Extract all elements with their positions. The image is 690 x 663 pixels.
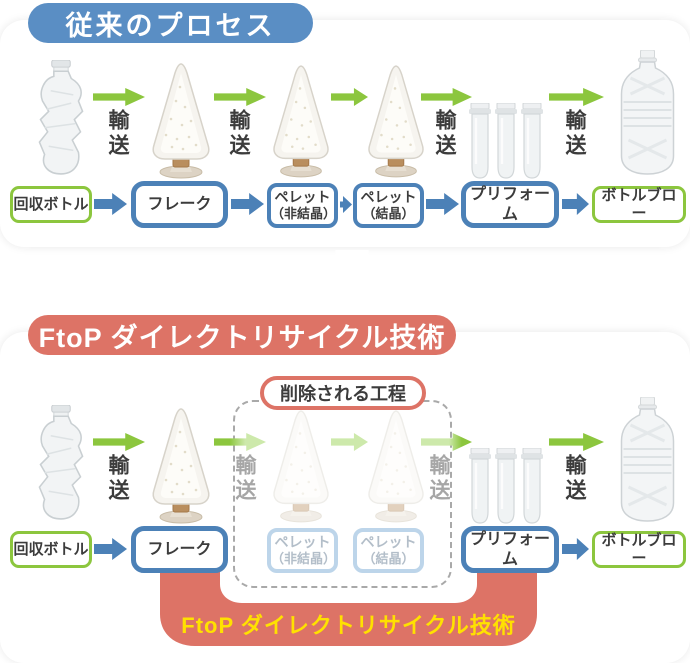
pellet-crystal-pile-image: [368, 410, 424, 523]
step-preform: プリフォーム: [461, 526, 559, 573]
step-label: プリフォーム: [469, 531, 550, 568]
preforms-image: [468, 448, 544, 524]
step-flake: フレーク: [131, 526, 228, 573]
deleted-process-label-pill: 削除される工程: [260, 376, 426, 410]
step-bottle-blow: ボトルブロー: [592, 531, 686, 568]
step-flake: フレーク: [131, 181, 228, 228]
step-label: ボトルブロー: [601, 531, 677, 567]
step-recovered-bottle: 回収ボトル: [10, 186, 92, 223]
section-transition-arrow-icon: [303, 250, 401, 308]
conventional-process-badge: 従来のプロセス: [28, 3, 313, 43]
step-bottle-blow: ボトルブロー: [592, 186, 686, 223]
step-recovered-bottle: 回収ボトル: [10, 531, 92, 568]
step-label: ペレット: [360, 534, 417, 551]
step-label: 回収ボトル: [13, 540, 89, 558]
step-sublabel: （結晶）: [362, 551, 415, 567]
step-label: ペレット: [360, 189, 417, 206]
step-label: ボトルブロー: [601, 186, 677, 222]
step-pellet-crystal: ペレット （結晶）: [353, 528, 424, 573]
step-sublabel: （非結晶）: [271, 206, 337, 222]
step-pellet-crystal: ペレット （結晶）: [353, 183, 424, 228]
preforms-image: [468, 103, 544, 179]
crushed-bottle-image: [38, 405, 84, 520]
step-label: フレーク: [147, 540, 212, 558]
step-label: 回収ボトル: [13, 195, 89, 213]
ftop-process-badge: FtoP ダイレクトリサイクル技術: [28, 315, 456, 355]
transport-label: 輸送: [233, 454, 256, 504]
crushed-bottle-image: [38, 60, 84, 175]
transport-label: 輸送: [563, 454, 586, 504]
flake-pile-image: [152, 63, 210, 179]
conventional-process-badge-label: 従来のプロセス: [65, 10, 276, 41]
transport-label: 輸送: [227, 109, 250, 159]
conventional-process-panel: [0, 20, 690, 247]
step-preform: プリフォーム: [461, 181, 559, 228]
ftop-bypass-label: FtoP ダイレクトリサイクル技術: [181, 613, 516, 638]
transport-label: 輸送: [106, 454, 129, 504]
step-pellet-amorphous: ペレット （非結晶）: [267, 528, 338, 573]
transport-label: 輸送: [563, 109, 586, 159]
ftop-process-badge-label: FtoP ダイレクトリサイクル技術: [38, 322, 446, 353]
pellet-crystal-pile-image: [368, 65, 424, 178]
step-label: プリフォーム: [469, 186, 550, 223]
transport-label: 輸送: [433, 109, 456, 159]
blown-bottle-image: [620, 397, 675, 523]
pellet-amorphous-pile-image: [273, 410, 329, 523]
step-label: ペレット: [274, 189, 331, 206]
flake-pile-image: [152, 408, 210, 524]
blown-bottle-image: [620, 50, 675, 176]
step-label: フレーク: [147, 195, 212, 213]
step-label: ペレット: [274, 534, 331, 551]
transport-label: 輸送: [427, 454, 450, 504]
step-sublabel: （結晶）: [362, 206, 415, 222]
step-sublabel: （非結晶）: [271, 551, 337, 567]
step-pellet-amorphous: ペレット （非結晶）: [267, 183, 338, 228]
pellet-amorphous-pile-image: [273, 65, 329, 178]
deleted-process-label: 削除される工程: [280, 384, 406, 404]
transport-label: 輸送: [106, 109, 129, 159]
ftop-bypass-band: [160, 556, 537, 646]
